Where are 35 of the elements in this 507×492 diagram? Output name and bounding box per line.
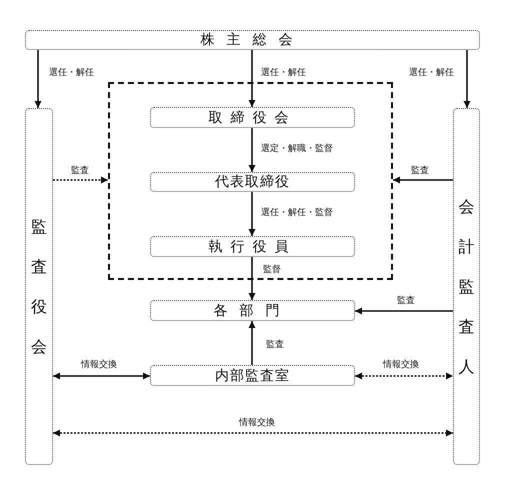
vertical-box: 監査役会 [25,108,53,465]
arrow [53,372,150,380]
edge-label: 選任・解任 [408,68,455,79]
edge-label: 情報交換 [382,360,420,371]
edge-label: 選任・解任 [48,68,95,79]
process-box: 執行役員 [150,236,355,257]
arrow [464,50,470,108]
process-box: 株主総会 [25,30,480,50]
process-box: 取締役会 [150,107,355,128]
arrow [393,176,453,184]
dashed-group-frame [108,82,393,280]
arrow [34,50,42,108]
edge-label: 監査 [410,166,430,177]
arrow [248,257,256,300]
vertical-box: 会計監査人 [453,108,480,465]
process-box: 各部門 [150,300,355,321]
arrow [248,321,256,365]
edge-label: 選任・解任 [260,68,307,79]
edge-label: 選任・解任・監督 [260,208,334,219]
process-box: 内部監査室 [150,365,355,386]
edge-label: 監査 [70,166,90,177]
process-box: 代表取締役 [150,172,355,192]
arrow [248,192,256,236]
arrow [53,430,453,436]
arrow [248,128,256,172]
edge-label: 情報交換 [80,360,118,371]
edge-label: 情報交換 [238,418,276,429]
arrow [355,308,453,314]
arrow [248,50,256,107]
edge-label: 監査 [396,296,416,307]
arrow [53,176,108,184]
edge-label: 選定・解職・監督 [260,144,334,155]
arrow [355,372,453,380]
edge-label: 監督 [262,265,282,276]
edge-label: 監査 [265,340,285,351]
